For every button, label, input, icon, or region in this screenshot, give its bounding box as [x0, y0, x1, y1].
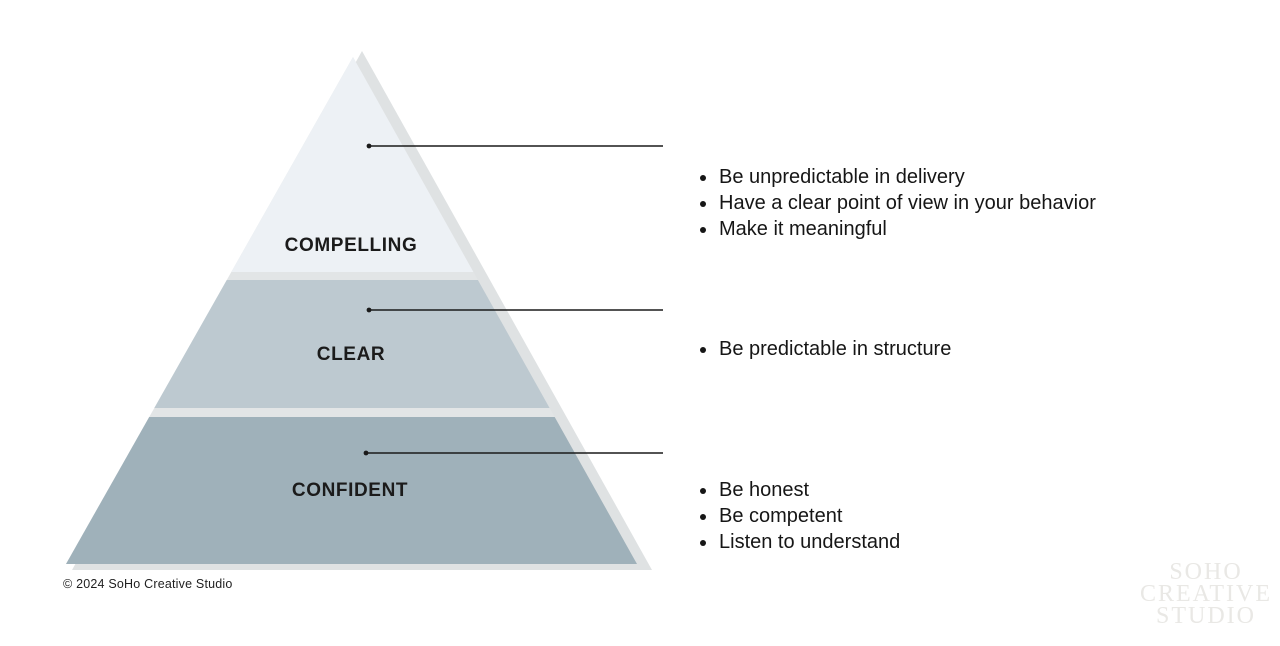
list-item: Have a clear point of view in your behav…: [718, 190, 1096, 216]
connector-line-compelling: [366, 143, 663, 149]
brand-watermark: SOHO CREATIVE STUDIO: [1140, 559, 1272, 629]
list-item: Make it meaningful: [718, 216, 1096, 242]
copyright-text: © 2024 SoHo Creative Studio: [63, 577, 233, 591]
list-item: Be honest: [718, 477, 900, 503]
tier-label-confident: CONFIDENT: [291, 480, 409, 501]
list-item: Be competent: [718, 503, 900, 529]
watermark-line: CREATIVE: [1140, 581, 1272, 607]
annotation-list-compelling: Be unpredictable in delivery Have a clea…: [697, 164, 1096, 242]
connector-dot-icon: [366, 307, 372, 313]
tier-confident-shape: [66, 417, 637, 564]
connector-line-clear: [366, 307, 663, 313]
watermark-line: STUDIO: [1156, 603, 1256, 629]
connector-dot-icon: [363, 450, 369, 456]
tier-label-clear: CLEAR: [316, 344, 386, 365]
connector-line-confident: [363, 450, 663, 456]
annotation-list-clear: Be predictable in structure: [697, 336, 951, 362]
tier-clear-shape: [154, 280, 550, 408]
connector-dot-icon: [366, 143, 372, 149]
tier-compelling-shape: [231, 57, 474, 272]
list-item: Be predictable in structure: [718, 336, 951, 362]
watermark-line: SOHO: [1169, 559, 1243, 585]
annotation-list-confident: Be honest Be competent Listen to underst…: [697, 477, 900, 555]
list-item: Be unpredictable in delivery: [718, 164, 1096, 190]
tier-label-compelling: COMPELLING: [284, 235, 418, 256]
list-item: Listen to understand: [718, 529, 900, 555]
